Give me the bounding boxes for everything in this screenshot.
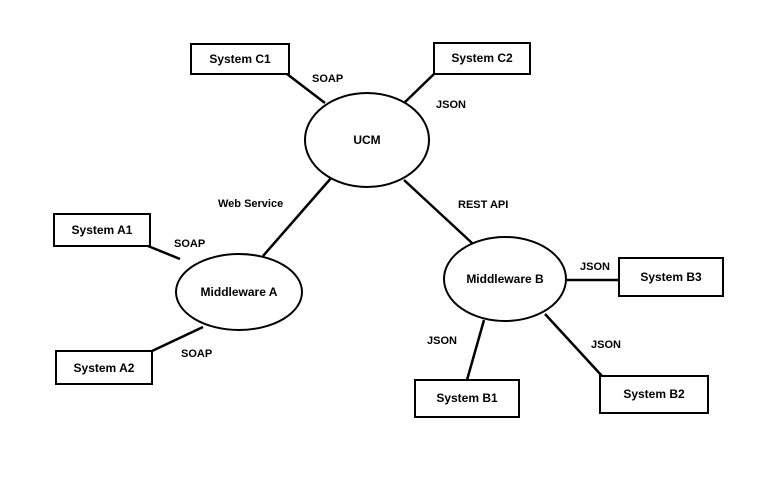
node-system-c1: System C1 — [190, 43, 290, 75]
link-ucm-middleware-a — [262, 176, 333, 257]
node-system-b3: System B3 — [618, 257, 724, 297]
link-label-c2-ucm: JSON — [436, 99, 466, 111]
system-a2-box — [55, 350, 153, 385]
link-ucm-middleware-b — [403, 179, 473, 244]
node-ucm: UCM — [304, 92, 430, 188]
system-b3-label: System B3 — [640, 270, 702, 284]
link-b2-middleware-b — [544, 313, 603, 377]
system-a1-box — [53, 213, 151, 247]
link-label-b2-middleware-b: JSON — [591, 339, 621, 351]
system-c2-box — [433, 42, 531, 75]
link-label-b1-middleware-b: JSON — [427, 335, 457, 347]
system-c1-label: System C1 — [209, 52, 271, 66]
system-b1-label: System B1 — [436, 391, 498, 405]
link-c2-ucm — [401, 73, 435, 106]
node-system-b2: System B2 — [599, 375, 709, 414]
link-label-c1-ucm: SOAP — [312, 73, 343, 85]
link-c1-ucm — [286, 73, 326, 104]
link-label-a2-middleware-a: SOAP — [181, 348, 212, 360]
middleware-b-ellipse — [443, 236, 567, 322]
ucm-ellipse — [304, 92, 430, 188]
link-a2-middleware-a — [151, 325, 204, 353]
system-a2-label: System A2 — [74, 361, 135, 375]
node-middleware-a: Middleware A — [175, 253, 303, 331]
link-label-a1-middleware-a: SOAP — [174, 238, 205, 250]
system-c2-label: System C2 — [451, 51, 513, 65]
ucm-label: UCM — [353, 133, 380, 147]
link-b1-middleware-b — [465, 319, 486, 381]
link-label-ucm-middleware-b: REST API — [458, 199, 508, 211]
link-label-ucm-middleware-a: Web Service — [218, 198, 283, 210]
node-system-b1: System B1 — [414, 379, 520, 418]
node-middleware-b: Middleware B — [443, 236, 567, 322]
system-b3-box — [618, 257, 724, 297]
system-c1-box — [190, 43, 290, 75]
system-a1-label: System A1 — [72, 223, 133, 237]
system-b1-box — [414, 379, 520, 418]
system-b2-box — [599, 375, 709, 414]
link-label-b3-middleware-b: JSON — [580, 261, 610, 273]
node-system-c2: System C2 — [433, 42, 531, 75]
node-system-a2: System A2 — [55, 350, 153, 385]
middleware-a-label: Middleware A — [201, 285, 278, 299]
middleware-b-label: Middleware B — [466, 272, 544, 286]
system-b2-label: System B2 — [623, 387, 685, 401]
node-system-a1: System A1 — [53, 213, 151, 247]
link-a1-middleware-a — [147, 244, 181, 261]
middleware-a-ellipse — [175, 253, 303, 331]
